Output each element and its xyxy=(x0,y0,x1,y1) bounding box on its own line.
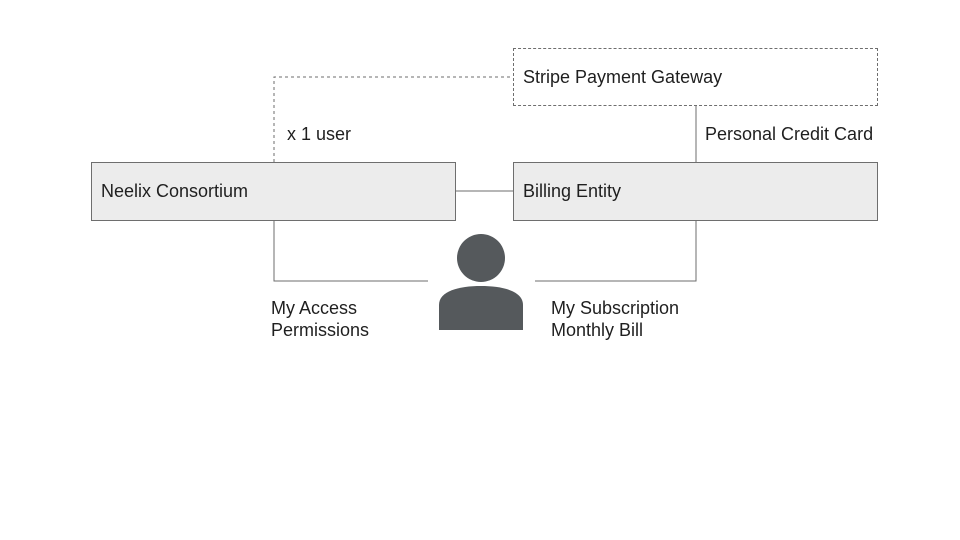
edge-label-credit-card: Personal Credit Card xyxy=(705,124,874,144)
person-icon xyxy=(439,234,523,330)
edge-label-access-permissions: My Access Permissions xyxy=(271,297,369,341)
node-stripe-payment-gateway: Stripe Payment Gateway xyxy=(513,48,878,106)
connector-neelix-stripe xyxy=(273,76,513,162)
edge-label-line: Monthly Bill xyxy=(551,320,644,340)
edge-label-line: My Access xyxy=(271,298,358,318)
edge-label-subscription-bill: My Subscription Monthly Bill xyxy=(551,297,679,341)
connector-neelix-user xyxy=(273,221,428,282)
node-label: Billing Entity xyxy=(523,181,622,201)
node-label: Stripe Payment Gateway xyxy=(523,66,723,87)
edge-label-line: Permissions xyxy=(271,320,370,340)
connector-billing-user xyxy=(535,221,697,282)
node-billing-entity: Billing Entity xyxy=(513,162,878,221)
node-label: Neelix Consortium xyxy=(101,181,249,201)
node-neelix-consortium: Neelix Consortium xyxy=(91,162,456,221)
edge-label-user-count: x 1 user xyxy=(287,124,352,144)
edge-label-line: My Subscription xyxy=(551,298,680,318)
